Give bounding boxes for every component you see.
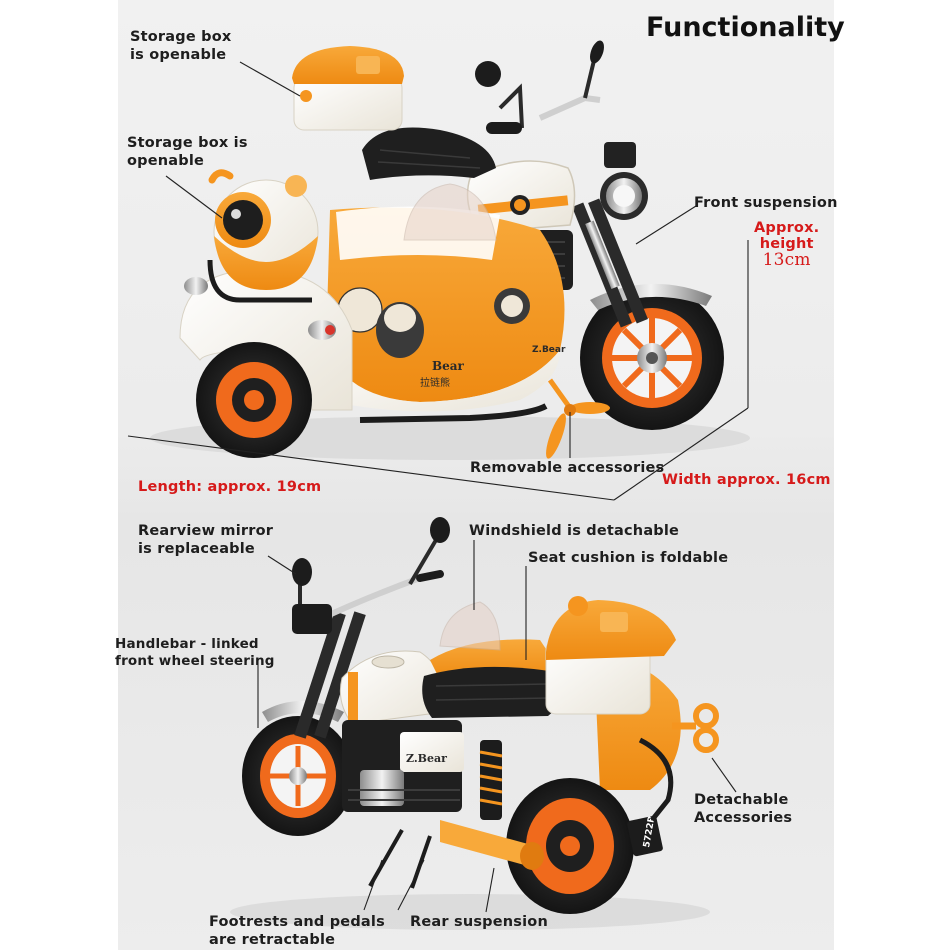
label-height: Approx. height 13cm: [754, 220, 820, 270]
label-seat-cushion: Seat cushion is foldable: [528, 550, 729, 566]
front-wheel: [580, 286, 724, 430]
bottom-rear-storage-box: [545, 596, 676, 715]
label-line: is openable: [130, 47, 227, 63]
label-front-suspension: Front suspension: [694, 195, 838, 211]
front-suspension-fork: [572, 198, 648, 328]
top-sidecar-motorcycle: Bear 拉链熊 Z.Bear: [150, 40, 750, 460]
page-title: Functionality: [646, 12, 845, 43]
bottom-front-wheel: [242, 716, 354, 836]
sidecar: Bear 拉链熊 Z.Bear: [326, 183, 566, 412]
label-line: Accessories: [694, 810, 793, 826]
label-line: Storage box: [130, 29, 232, 45]
sidecar-storage-ball: [208, 169, 319, 290]
label-windshield: Windshield is detachable: [469, 523, 680, 539]
label-line: Handlebar - linked: [115, 636, 259, 652]
decal-bear-chinese: 拉链熊: [420, 376, 450, 389]
label-handlebar: Handlebar - linked front wheel steering: [115, 636, 275, 670]
bottom-motorcycle: Z.Bear: [230, 517, 719, 930]
label-line: Approx.: [754, 220, 820, 236]
label-line: Footrests and pedals: [209, 914, 385, 930]
rear-storage-box: [292, 46, 404, 131]
label-line: Detachable: [694, 792, 789, 808]
height-value: 13cm: [762, 250, 811, 270]
label-line: Rearview mirror: [138, 523, 274, 539]
label-line: Storage box is: [127, 135, 248, 151]
label-footrests: Footrests and pedals are retractable: [209, 913, 385, 949]
label-line: are retractable: [209, 932, 336, 948]
detachable-key-accessory: [672, 703, 719, 753]
label-line: height: [759, 236, 814, 252]
label-length: Length: approx. 19cm: [138, 479, 322, 495]
label-rearview-mirror: Rearview mirror is replaceable: [138, 522, 273, 558]
label-line: openable: [127, 153, 205, 169]
callout-lines: [127, 61, 749, 913]
decal-z-bear-bottom: Z.Bear: [406, 752, 447, 765]
label-storage-box-sidecar: Storage box is openable: [127, 134, 248, 170]
decal-z-bear-top: Z.Bear: [532, 345, 566, 355]
bottom-rear-wheel: [506, 778, 634, 914]
label-rear-suspension: Rear suspension: [410, 914, 548, 930]
label-storage-box-top: Storage box is openable: [130, 28, 231, 64]
label-line: front wheel steering: [115, 653, 275, 669]
label-line: is replaceable: [138, 541, 255, 557]
rear-suspension-spring: [479, 740, 503, 820]
label-width: Width approx. 16cm: [662, 472, 831, 488]
sidecar-wheel: [196, 342, 312, 458]
label-detachable-accessories: Detachable Accessories: [694, 791, 792, 827]
decal-bear-brand: Bear: [432, 359, 465, 373]
label-removable-accessories: Removable accessories: [470, 460, 665, 476]
removable-propeller-accessory: [546, 378, 610, 459]
